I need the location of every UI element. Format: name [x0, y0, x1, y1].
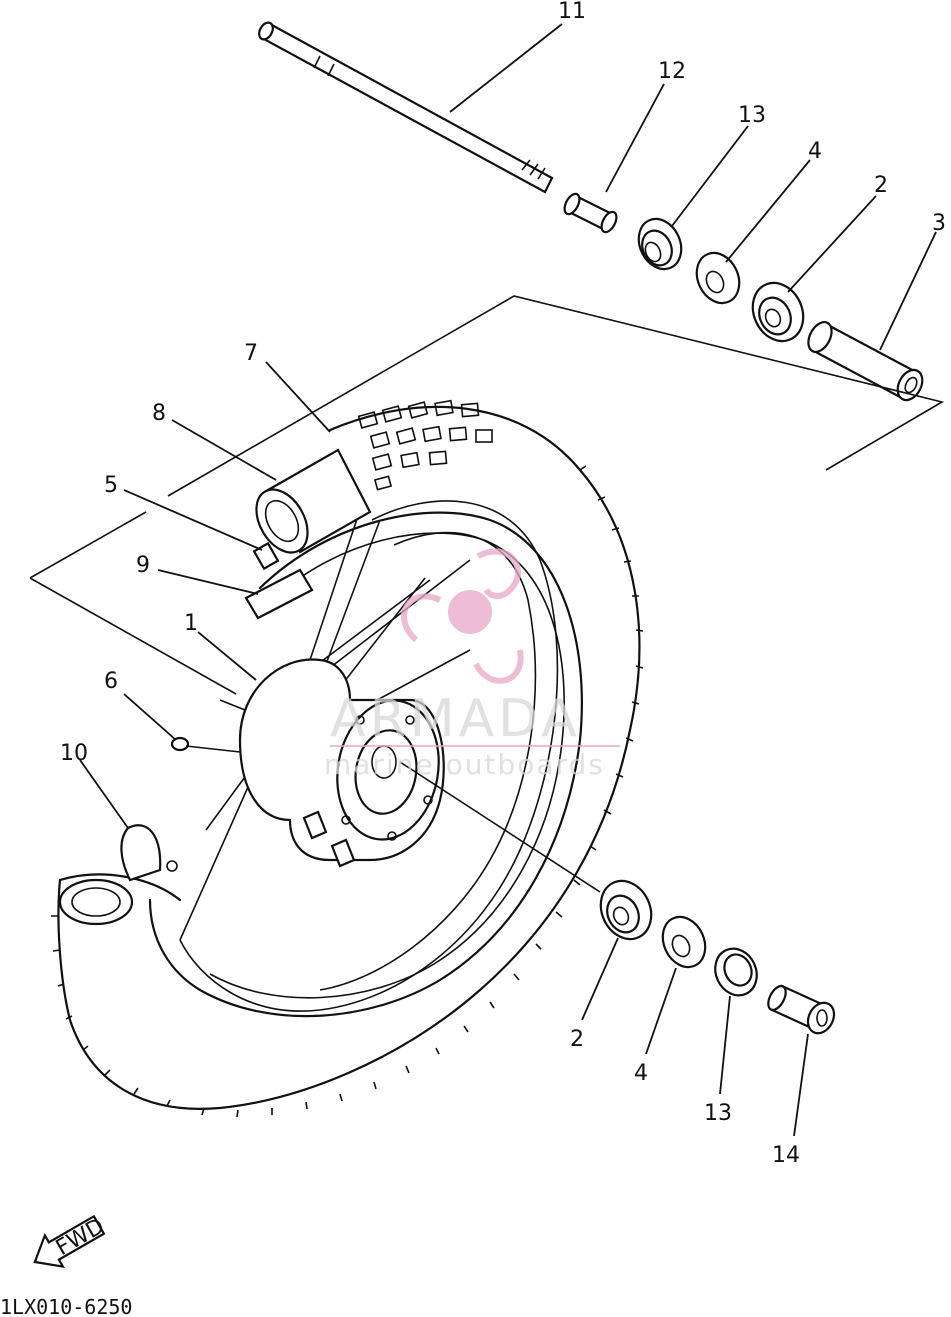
callout-10: 10 [60, 741, 88, 766]
callout-14: 14 [772, 1143, 800, 1168]
callout-13-top: 13 [738, 103, 766, 128]
oil-seal-bottom[interactable] [655, 910, 713, 974]
tread-pattern [357, 399, 493, 491]
callout-9: 9 [136, 553, 150, 578]
axle-centerline [399, 761, 601, 893]
callouts: 11 12 13 4 2 3 7 8 5 9 1 6 10 2 4 13 14 [60, 0, 946, 1168]
callout-1: 1 [184, 611, 198, 636]
fwd-label: FWD [52, 1214, 109, 1261]
tire [51, 399, 644, 1118]
callout-3: 3 [932, 211, 946, 236]
spacer-part[interactable] [804, 318, 928, 404]
flanged-spacer-bottom[interactable] [708, 942, 765, 1002]
watermark-brand: ARMADA [330, 689, 581, 749]
callout-5: 5 [104, 473, 118, 498]
callout-6: 6 [104, 669, 118, 694]
propeller-logo [401, 548, 524, 684]
callout-12: 12 [658, 59, 686, 84]
collar-bottom[interactable] [765, 983, 839, 1038]
leader-lines [79, 23, 937, 1137]
callout-13-bottom: 13 [704, 1101, 732, 1126]
bearing-top[interactable] [744, 275, 813, 350]
callout-2-bottom: 2 [570, 1027, 584, 1052]
callout-4-top: 4 [808, 139, 822, 164]
callout-7: 7 [244, 341, 258, 366]
rim [148, 511, 583, 1018]
fwd-arrow: FWD [33, 1214, 109, 1269]
hub-part[interactable] [238, 658, 449, 868]
rim-band-part[interactable] [246, 448, 372, 561]
callout-2-top: 2 [874, 173, 888, 198]
axle-part[interactable] [256, 20, 554, 194]
callout-11: 11 [558, 0, 586, 24]
oil-seal-top[interactable] [689, 246, 747, 310]
rim-lock-part[interactable] [244, 568, 314, 620]
collar-part[interactable] [562, 191, 620, 234]
flanged-spacer-top[interactable] [631, 212, 689, 276]
spoke-nipple-part[interactable] [170, 736, 241, 753]
callout-4-bottom: 4 [634, 1061, 648, 1086]
bearing-bottom[interactable] [592, 873, 661, 948]
watermark: ARMADA marine outboards [324, 548, 620, 781]
assembly-bracket [29, 295, 945, 695]
diagram-code: 1LX010-6250 [0, 1295, 132, 1317]
callout-8: 8 [152, 401, 166, 426]
watermark-tagline: marine outboards [324, 748, 605, 781]
valve-cap-part[interactable] [58, 824, 178, 926]
